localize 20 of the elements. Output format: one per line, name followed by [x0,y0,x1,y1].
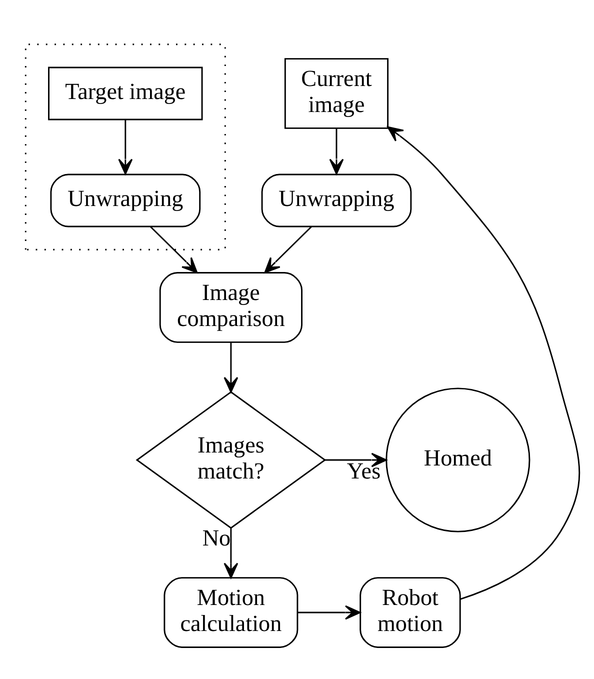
edge-label: Yes [346,458,381,484]
node-box: Image comparison [159,272,303,342]
cluster [24,43,226,250]
node-diamond: Images match? [136,390,326,528]
arrow [264,226,312,273]
arrow [118,119,133,174]
node-box: Robot motion [360,576,461,648]
arrow [224,342,238,392]
arrow [150,226,198,273]
arrow [324,452,387,467]
arrow [387,126,580,600]
node-box: Target image [48,66,203,120]
arrow [224,528,238,578]
node-box: Unwrapping [50,173,201,227]
node-box: Current image [284,58,389,128]
node-box: Unwrapping [261,173,412,227]
node-box: Motion calculation [164,576,298,648]
arrow [329,128,344,174]
arrow [297,604,361,620]
node-circle: Homed [386,387,530,532]
